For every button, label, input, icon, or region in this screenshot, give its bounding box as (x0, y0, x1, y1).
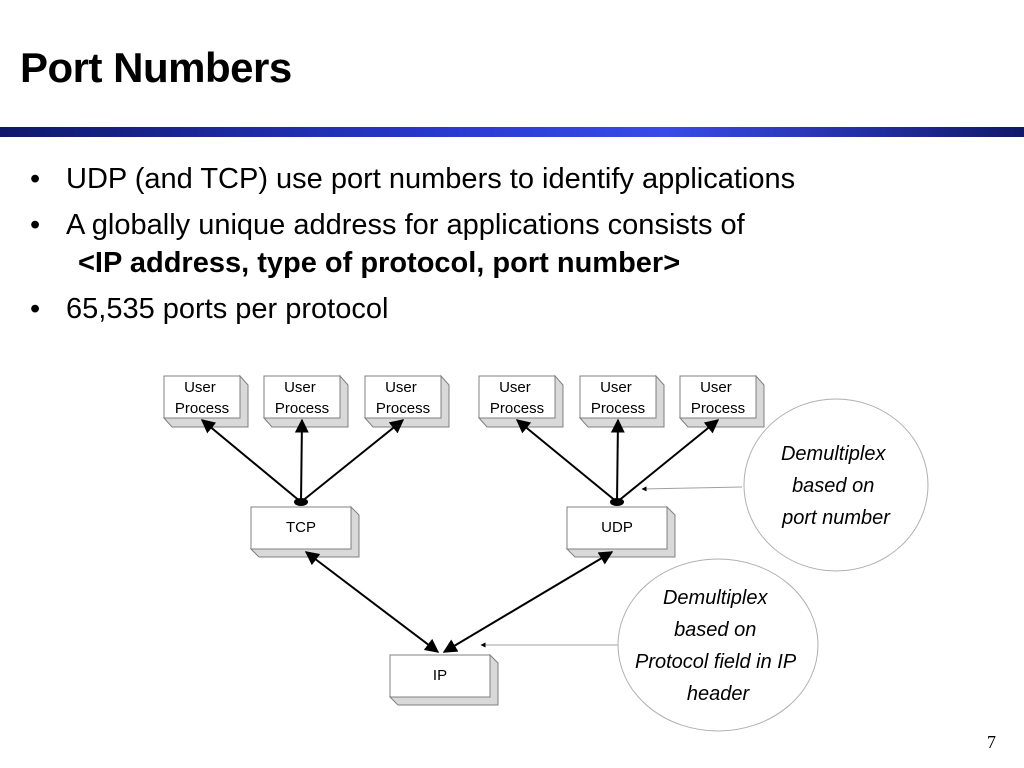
ip-box: IP (388, 653, 499, 706)
arrow-tcp-to-process-1 (200, 419, 302, 503)
callout-protocol-line: based on (674, 619, 756, 641)
user-process-label: User (499, 379, 531, 396)
user-process-label: User (284, 379, 316, 396)
user-process-box: User Process (477, 374, 564, 428)
arrow-tcp-to-process-3 (300, 419, 405, 503)
page-number: 7 (987, 732, 996, 752)
svg-text:User Process: User Process (376, 379, 430, 417)
bullet-text: 65,535 ports per protocol (66, 293, 389, 325)
svg-text:Demultiplex based on: Demultiplex based on port number (781, 443, 891, 529)
svg-text:User Process: User Process (175, 379, 229, 417)
tcp-box: TCP (249, 505, 360, 558)
bullet-list: • UDP (and TCP) use port numbers to iden… (30, 160, 795, 336)
callout-protocol-line: Demultiplex (663, 587, 768, 609)
arrow-tcp-ip (304, 551, 440, 653)
svg-text:Demultiplex based on: Demultiplex based on Protocol field in I… (635, 587, 801, 705)
bullet-item-3: • 65,535 ports per protocol (30, 290, 795, 328)
user-process-label-line-2: Process (275, 400, 329, 417)
user-process-box: User Process (363, 374, 450, 428)
svg-text:User Process: User Process (691, 379, 745, 417)
user-process-label-line-2: Process (376, 400, 430, 417)
bullet-item-2: • A globally unique address for applicat… (30, 206, 795, 282)
arrow-udp-to-process-4 (515, 419, 618, 503)
svg-text:User Process: User Process (591, 379, 645, 417)
bullet-icon: • (30, 163, 41, 195)
user-process-label: User (600, 379, 632, 396)
bullet-icon: • (30, 209, 41, 241)
bullet-text: A globally unique address for applicatio… (66, 209, 745, 241)
arrow-udp-ip (442, 551, 614, 653)
tcp-label: TCP (286, 519, 316, 536)
user-process-box: User Process (578, 374, 665, 428)
slide-title: Port Numbers (20, 44, 292, 91)
user-process-label-line-2: Process (591, 400, 645, 417)
protocol-demux-callout: Demultiplex based on Protocol field in I… (617, 558, 819, 732)
user-process-label-line-2: Process (175, 400, 229, 417)
callout-port-line: port number (781, 507, 891, 529)
udp-label: UDP (601, 519, 633, 536)
bullet-icon: • (30, 293, 41, 325)
user-process-label: User (700, 379, 732, 396)
callout-port-line: based on (792, 475, 874, 497)
port-demux-callout: Demultiplex based on port number (743, 398, 929, 572)
bullet-text: UDP (and TCP) use port numbers to identi… (66, 163, 796, 195)
udp-box: UDP (565, 505, 676, 558)
tcp-demux-point (294, 498, 308, 506)
arrow-udp-to-process-6 (616, 419, 720, 503)
user-process-label: User (184, 379, 216, 396)
user-process-box: User Process (678, 374, 765, 428)
title-underline-bar (0, 127, 1024, 137)
user-process-label: User (385, 379, 417, 396)
ip-label: IP (433, 667, 447, 684)
user-process-box: User Process (162, 374, 249, 428)
svg-text:User Process: User Process (275, 379, 329, 417)
arrow-udp-to-process-5 (610, 418, 625, 503)
user-process-box: User Process (262, 374, 349, 428)
udp-demux-point (610, 498, 624, 506)
callout-protocol-line: header (687, 683, 751, 705)
user-process-label-line-2: Process (490, 400, 544, 417)
callout-pointer-port (641, 486, 743, 492)
user-process-label-line-2: Process (691, 400, 745, 417)
arrow-tcp-to-process-2 (294, 418, 309, 503)
callout-protocol-line: Protocol field in IP (635, 651, 797, 673)
address-tuple: <IP address, type of protocol, port numb… (78, 247, 681, 279)
bullet-item-1: • UDP (and TCP) use port numbers to iden… (30, 160, 795, 198)
callout-port-line: Demultiplex (781, 443, 886, 465)
svg-text:User Process: User Process (490, 379, 544, 417)
